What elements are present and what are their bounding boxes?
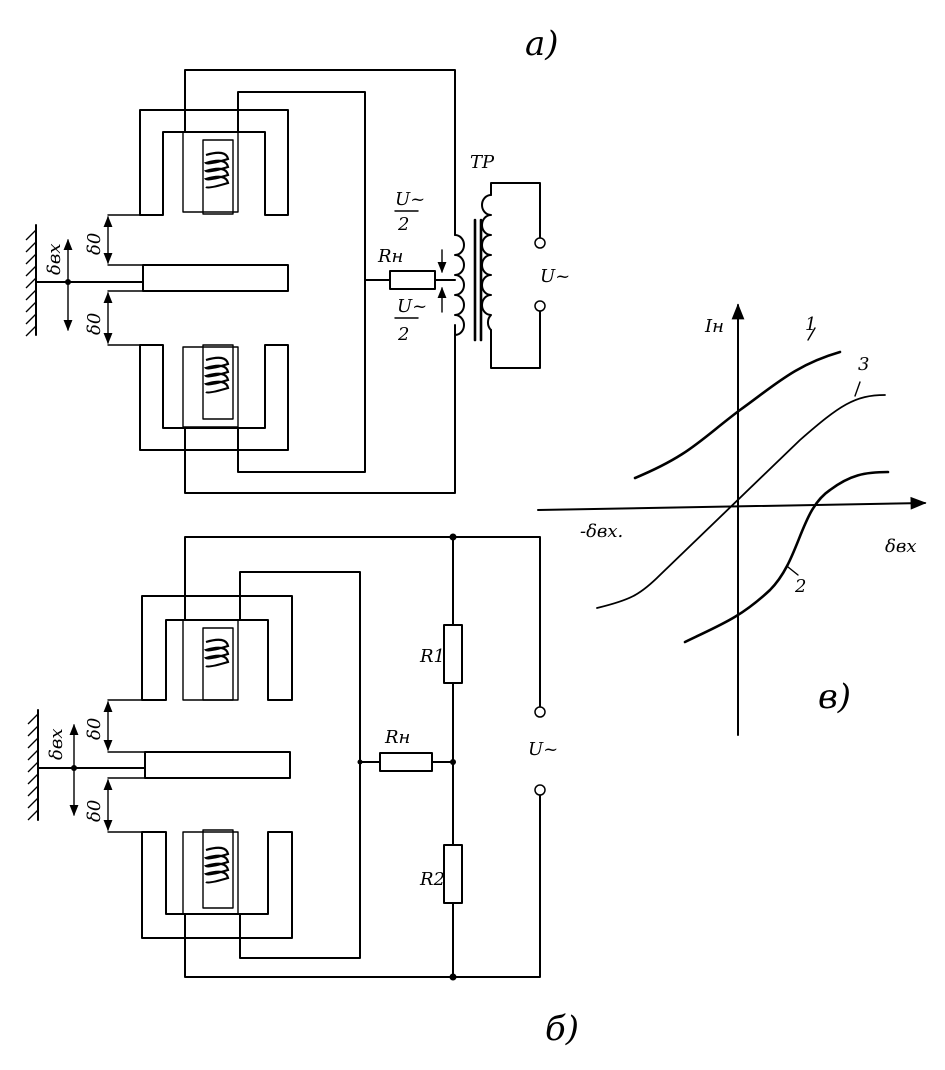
half-voltage-denominator-bottom: 2 bbox=[397, 324, 409, 345]
load-resistor-a bbox=[389, 270, 436, 290]
upper-outer-wire-a bbox=[184, 69, 456, 236]
resistor-r1 bbox=[443, 624, 463, 684]
r1-label: R1 bbox=[419, 646, 445, 667]
curve-1-leader bbox=[807, 327, 816, 341]
delta-0-label-a-lower: δ0 bbox=[84, 313, 105, 335]
supply-terminal-bottom-b bbox=[534, 784, 546, 796]
half-voltage-denominator-top: 2 bbox=[397, 214, 409, 235]
upper-coil-frame-b bbox=[182, 619, 239, 701]
panel-b-label: б) bbox=[545, 1009, 579, 1049]
supply-voltage-label-b: U~ bbox=[528, 739, 558, 760]
curve-2-leader bbox=[787, 566, 799, 576]
curve-3 bbox=[596, 394, 886, 609]
lower-bobbin-a bbox=[202, 344, 234, 420]
delta-0-label-b-upper: δ0 bbox=[84, 718, 105, 740]
lower-coil-winding-b bbox=[203, 846, 230, 884]
lower-coil-frame-b bbox=[182, 831, 239, 915]
resistor-r2 bbox=[443, 844, 463, 904]
x-axis-label: δвх bbox=[885, 536, 916, 557]
delta-in-label-b: δвх bbox=[46, 729, 67, 760]
half-voltage-label-top: U~ bbox=[395, 189, 425, 210]
upper-coil-frame-a bbox=[182, 131, 239, 213]
common-wire-a bbox=[237, 91, 366, 473]
armature-plate-a bbox=[142, 264, 289, 292]
upper-bobbin-a bbox=[202, 139, 234, 215]
primary-wire-top bbox=[490, 182, 541, 244]
supply-terminal-top-b bbox=[534, 706, 546, 718]
supply-voltage-label-a: U~ bbox=[540, 266, 570, 287]
lower-outer-wire-b bbox=[184, 789, 541, 978]
upper-coil-winding-a bbox=[203, 151, 230, 189]
lower-core-b bbox=[141, 831, 293, 939]
x-axis-negative-label: -δвх. bbox=[580, 521, 623, 542]
load-resistor-b bbox=[379, 752, 433, 772]
curve-2 bbox=[683, 470, 890, 644]
supply-terminal-top-a bbox=[534, 237, 546, 249]
half-voltage-label-bottom: U~ bbox=[397, 296, 427, 317]
lower-coil-frame-a bbox=[182, 346, 239, 428]
panel-b-circuit: б) δвх δ0 δ0 bbox=[27, 533, 579, 1049]
y-axis-label: Iн bbox=[704, 316, 724, 337]
upper-core-a bbox=[139, 109, 289, 216]
primary-wire-bottom bbox=[490, 305, 541, 369]
r-load-label-a: Rн bbox=[377, 246, 403, 267]
panel-c-characteristics: в) Iн δвх -δвх. 1 3 2 bbox=[537, 303, 927, 736]
junction-load-b bbox=[357, 759, 363, 765]
r2-label: R2 bbox=[419, 869, 445, 890]
delta-in-label-a: δвх bbox=[44, 244, 65, 275]
common-wire-b bbox=[239, 571, 361, 959]
curve-1-label: 1 bbox=[805, 314, 816, 335]
curve-3-leader bbox=[854, 381, 861, 397]
transformer-primary-winding bbox=[481, 194, 492, 331]
wall-hatching-b bbox=[27, 713, 39, 821]
upper-bobbin-b bbox=[202, 627, 234, 701]
upper-core-b bbox=[141, 595, 293, 701]
curve-1 bbox=[633, 350, 842, 480]
delta-0-label-b-lower: δ0 bbox=[84, 800, 105, 822]
supply-terminal-bottom-a bbox=[534, 300, 546, 312]
curve-3-label: 3 bbox=[858, 354, 869, 375]
wall-hatching-a bbox=[25, 229, 37, 337]
r-load-label-b: Rн bbox=[384, 727, 410, 748]
curve-2-label: 2 bbox=[794, 576, 806, 597]
delta-0-label-a-upper: δ0 bbox=[84, 233, 105, 255]
transformer-secondary-windings bbox=[454, 234, 465, 336]
lower-bobbin-b bbox=[202, 829, 234, 909]
junction-top-b bbox=[449, 533, 457, 541]
panel-c-label: в) bbox=[818, 677, 851, 717]
transformer-label: ТР bbox=[470, 152, 495, 173]
junction-bottom-b bbox=[449, 973, 457, 981]
upper-coil-winding-b bbox=[203, 638, 230, 668]
armature-plate-b bbox=[144, 751, 291, 779]
lower-outer-wire-a bbox=[184, 324, 456, 494]
upper-outer-wire-b bbox=[184, 536, 541, 713]
panel-a-circuit: а) δвх δ0 δ0 bbox=[25, 24, 570, 494]
lower-core-a bbox=[139, 344, 289, 451]
lower-coil-winding-a bbox=[203, 356, 230, 394]
panel-a-label: а) bbox=[525, 24, 559, 64]
